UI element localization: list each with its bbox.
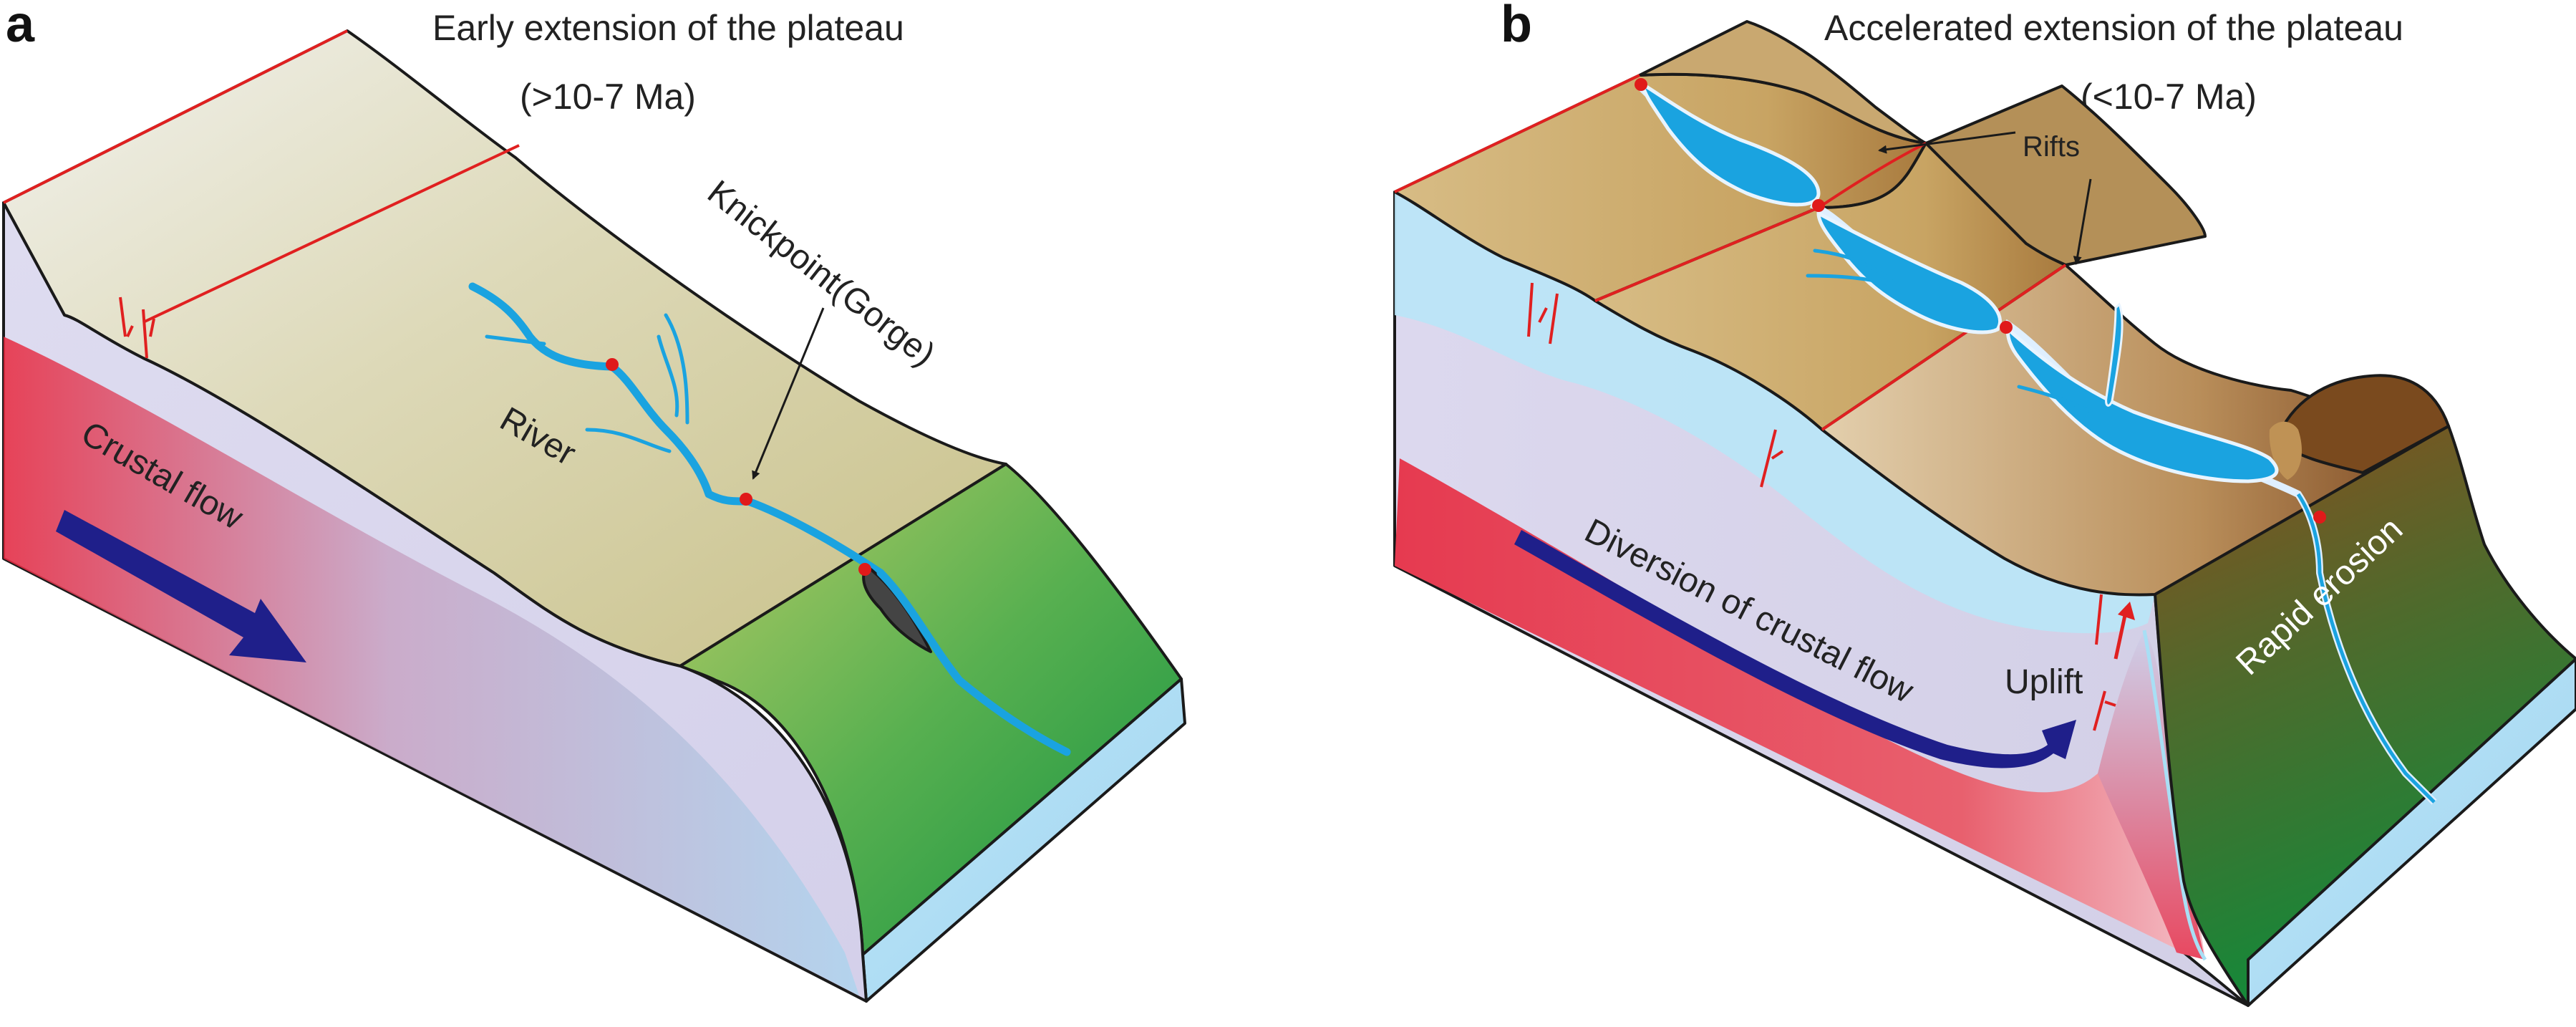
uplift-plume-b xyxy=(2098,630,2205,960)
panel-a: a Early extension of the plateau (>10-7 … xyxy=(2,0,1186,1003)
knickpoint-marker-b1 xyxy=(1635,78,1647,91)
uplift-plume-edge-b xyxy=(2142,630,2207,961)
fault-line-a2 xyxy=(142,144,520,324)
river-a xyxy=(468,282,885,577)
panel-b-title: Accelerated extension of the plateau xyxy=(1824,8,2403,48)
fault-line-b2 xyxy=(1594,206,1819,302)
crustal-flow-arrow xyxy=(56,510,306,662)
sediment-fan-b xyxy=(2275,374,2450,474)
knickpoint-marker-a2 xyxy=(740,493,752,506)
panel-a-letter: a xyxy=(6,0,35,53)
knickpoint-arrow xyxy=(752,307,825,480)
knickpoint-marker-b4 xyxy=(2313,511,2326,524)
rifts-label: Rifts xyxy=(2023,131,2080,163)
uplift-label: Uplift xyxy=(2005,663,2083,701)
side-strip-b xyxy=(2247,657,2576,1007)
river-lower-a xyxy=(876,569,1071,756)
rift-block-b2-back xyxy=(1924,85,2207,266)
panel-b-letter: b xyxy=(1501,0,1532,53)
fault-scarps-b xyxy=(1527,282,2116,731)
fault-line-b1 xyxy=(1394,74,1640,193)
tributary-b xyxy=(2105,302,2124,407)
fault-line-b4 xyxy=(1817,142,1927,209)
panel-b: b Accelerated extension of the plateau (… xyxy=(1393,0,2576,1007)
fault-scarp-a xyxy=(119,296,155,359)
knickpoint-marker-a1 xyxy=(606,358,619,371)
panel-b-age: (<10-7 Ma) xyxy=(2081,77,2257,117)
river-b xyxy=(2296,493,2436,804)
lake-b3 xyxy=(2006,326,2279,483)
sediment-deposit-b xyxy=(2269,421,2302,480)
panel-a-age: (>10-7 Ma) xyxy=(520,77,696,117)
upper-crust-band-b xyxy=(1395,192,2155,634)
rift-block-b1-back xyxy=(1638,20,1927,145)
lake-b1 xyxy=(1641,81,1821,207)
lake-feeders-b xyxy=(1806,249,2093,414)
knickpoint-marker-a3 xyxy=(858,563,871,576)
rifts-arrow-1 xyxy=(1878,131,2016,154)
uplift-fault-arrowhead xyxy=(2118,602,2135,620)
panel-a-title: Early extension of the plateau xyxy=(432,8,904,48)
knickpoint-marker-b2 xyxy=(1812,199,1825,212)
lake-b2 xyxy=(1816,210,2002,334)
fault-line-b3 xyxy=(1821,264,2067,431)
knickpoint-marker-b3 xyxy=(2000,321,2013,334)
hot-crust-a xyxy=(4,337,859,995)
river-branches-a xyxy=(485,313,689,453)
rifts-arrow-2 xyxy=(2073,178,2092,265)
uplift-fault-arrow xyxy=(2113,608,2129,660)
fault-line-a1 xyxy=(3,29,348,204)
